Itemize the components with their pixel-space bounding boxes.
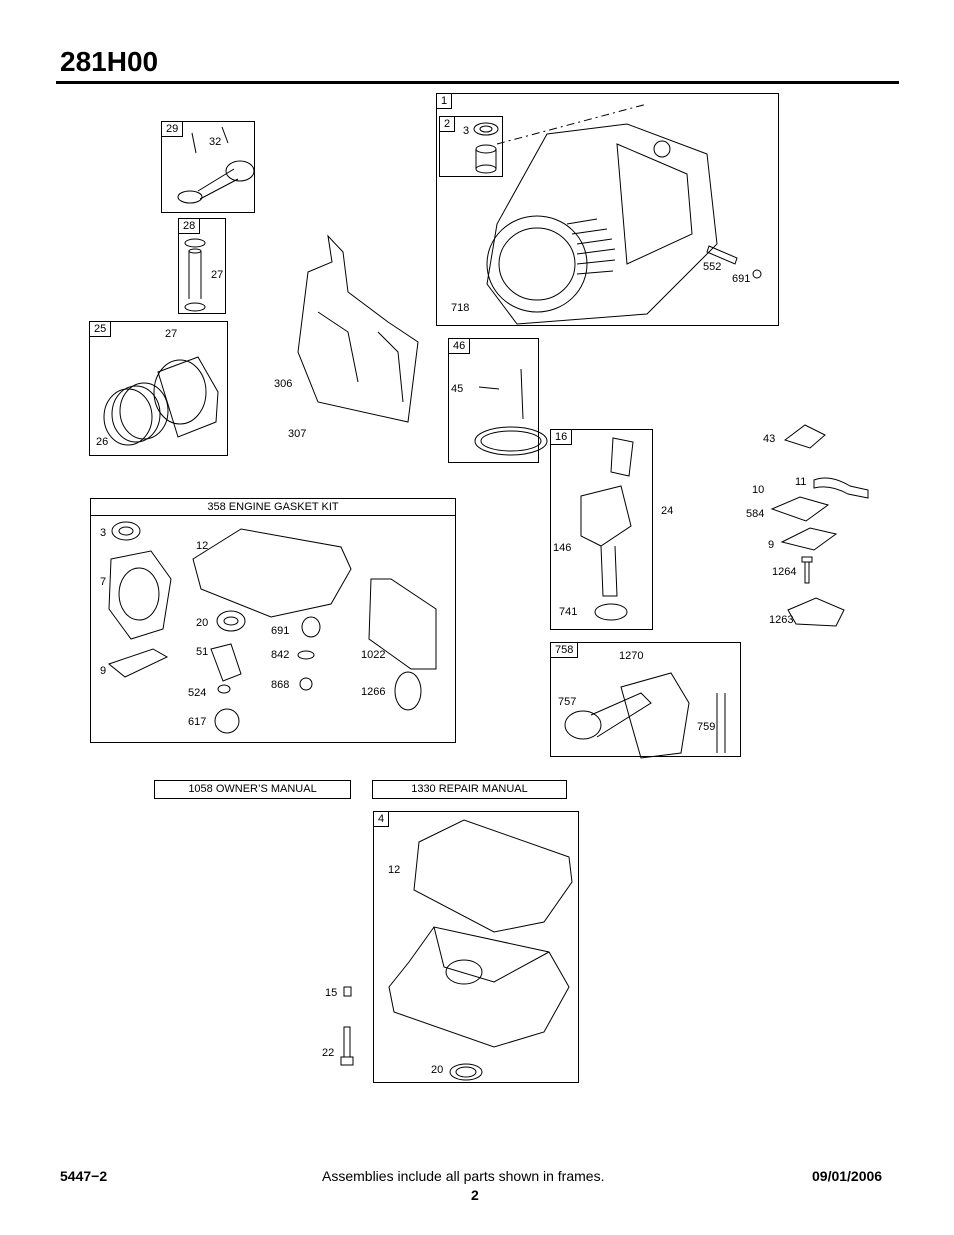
footer-date: 09/01/2006 bbox=[812, 1168, 883, 1184]
kit-label-3: 3 bbox=[100, 527, 107, 539]
governor-drawing bbox=[564, 672, 726, 759]
governor-part-drawing bbox=[783, 424, 826, 449]
kit-label-524: 524 bbox=[188, 687, 207, 699]
air-guide-drawing bbox=[297, 234, 419, 423]
kit-label-20: 20 bbox=[196, 617, 209, 629]
footer-note: Assemblies include all parts shown in fr… bbox=[322, 1168, 605, 1184]
breather-tube-drawing bbox=[813, 477, 869, 499]
screw-1264-drawing bbox=[801, 556, 813, 584]
frame-tag-25: 25 bbox=[89, 321, 112, 337]
pin-552-drawing bbox=[706, 245, 762, 279]
kit-label-51: 51 bbox=[196, 646, 209, 658]
screw-22-drawing bbox=[340, 1026, 354, 1066]
label-9-right: 9 bbox=[768, 539, 775, 551]
kit-repair-manual: 1330 REPAIR MANUAL bbox=[372, 780, 567, 799]
gasket-kit-drawing bbox=[107, 521, 437, 734]
frame-29-connecting-rod[interactable]: 29 32 bbox=[161, 121, 255, 213]
footer-doc-number: 5447−2 bbox=[60, 1168, 108, 1184]
piston-pin-drawing bbox=[184, 238, 206, 312]
kit-label-9: 9 bbox=[100, 665, 107, 677]
label-718: 718 bbox=[451, 302, 470, 314]
breather-gasket-drawing bbox=[780, 527, 838, 551]
label-27-a: 27 bbox=[211, 269, 224, 281]
title-rule bbox=[56, 81, 899, 84]
label-11: 11 bbox=[795, 476, 807, 488]
label-24: 24 bbox=[661, 505, 674, 517]
frame-tag-2: 2 bbox=[439, 116, 456, 132]
frame-28-piston-pin[interactable]: 28 27 bbox=[178, 218, 226, 314]
kit-label-1266: 1266 bbox=[361, 686, 386, 698]
frame-tag-28: 28 bbox=[178, 218, 201, 234]
label-759: 759 bbox=[697, 721, 716, 733]
label-552: 552 bbox=[703, 261, 722, 273]
footer-page-number: 2 bbox=[471, 1187, 479, 1203]
sump-drawing bbox=[388, 819, 573, 1081]
label-1263: 1263 bbox=[769, 614, 794, 626]
label-43: 43 bbox=[763, 433, 776, 445]
connecting-rod-drawing bbox=[177, 126, 255, 204]
label-15: 15 bbox=[325, 987, 338, 999]
label-26: 26 bbox=[96, 436, 109, 448]
label-3-top: 3 bbox=[463, 125, 470, 137]
frame-tag-29: 29 bbox=[161, 121, 184, 137]
kit-title-gasket: 358 ENGINE GASKET KIT bbox=[90, 498, 456, 516]
frame-4-sump[interactable]: 4 12 20 bbox=[373, 811, 579, 1083]
frame-358-gasket-kit[interactable]: 358 ENGINE GASKET KIT 3 12 7 20 691 51 8… bbox=[90, 498, 456, 743]
label-146: 146 bbox=[553, 542, 572, 554]
frame-tag-758: 758 bbox=[550, 642, 579, 658]
kit-label-1022: 1022 bbox=[361, 649, 386, 661]
frame-tag-16: 16 bbox=[550, 429, 573, 445]
frame-25-piston[interactable]: 25 27 26 bbox=[89, 321, 228, 456]
breather-cover-drawing bbox=[770, 496, 830, 522]
frame-16-crankshaft[interactable]: 16 146 741 bbox=[550, 429, 653, 630]
frame-46-camshaft[interactable]: 46 45 bbox=[448, 338, 548, 463]
sump-label-20: 20 bbox=[431, 1064, 444, 1076]
label-757: 757 bbox=[558, 696, 577, 708]
plate-1263-drawing bbox=[787, 597, 845, 627]
kit-label-617: 617 bbox=[188, 716, 207, 728]
kit-owners-manual: 1058 OWNER’S MANUAL bbox=[154, 780, 351, 799]
label-22: 22 bbox=[322, 1047, 335, 1059]
kit-label-842: 842 bbox=[271, 649, 290, 661]
kit-label-868: 868 bbox=[271, 679, 290, 691]
label-10: 10 bbox=[752, 484, 765, 496]
sump-label-12: 12 bbox=[388, 864, 401, 876]
piston-rings-drawing bbox=[103, 356, 219, 446]
cylinder-drawing bbox=[486, 103, 718, 325]
label-584: 584 bbox=[746, 508, 765, 520]
label-306: 306 bbox=[274, 378, 293, 390]
label-307: 307 bbox=[288, 428, 307, 440]
page-title: 281H00 bbox=[60, 46, 159, 77]
label-45: 45 bbox=[451, 383, 464, 395]
seal-sleeve-drawing bbox=[473, 122, 499, 174]
label-1264: 1264 bbox=[772, 566, 797, 578]
kit-label-7: 7 bbox=[100, 576, 107, 588]
frame-tag-4: 4 bbox=[373, 811, 390, 827]
dowel-15-drawing bbox=[343, 986, 352, 997]
label-1270: 1270 bbox=[619, 650, 644, 662]
frame-1-cylinder[interactable]: 1 552 691 718 bbox=[436, 93, 779, 326]
kit-label-691: 691 bbox=[271, 625, 290, 637]
frame-tag-46: 46 bbox=[448, 338, 471, 354]
label-691-top: 691 bbox=[732, 273, 751, 285]
crankshaft-drawing bbox=[580, 437, 634, 621]
frame-758-governor[interactable]: 758 1270 757 759 bbox=[550, 642, 741, 759]
frame-tag-1: 1 bbox=[436, 93, 453, 109]
label-741: 741 bbox=[559, 606, 578, 618]
camshaft-drawing bbox=[474, 368, 548, 456]
label-32: 32 bbox=[209, 136, 222, 148]
label-27-b: 27 bbox=[165, 328, 178, 340]
frame-2-seal[interactable]: 2 3 bbox=[439, 116, 503, 177]
kit-label-12: 12 bbox=[196, 540, 209, 552]
